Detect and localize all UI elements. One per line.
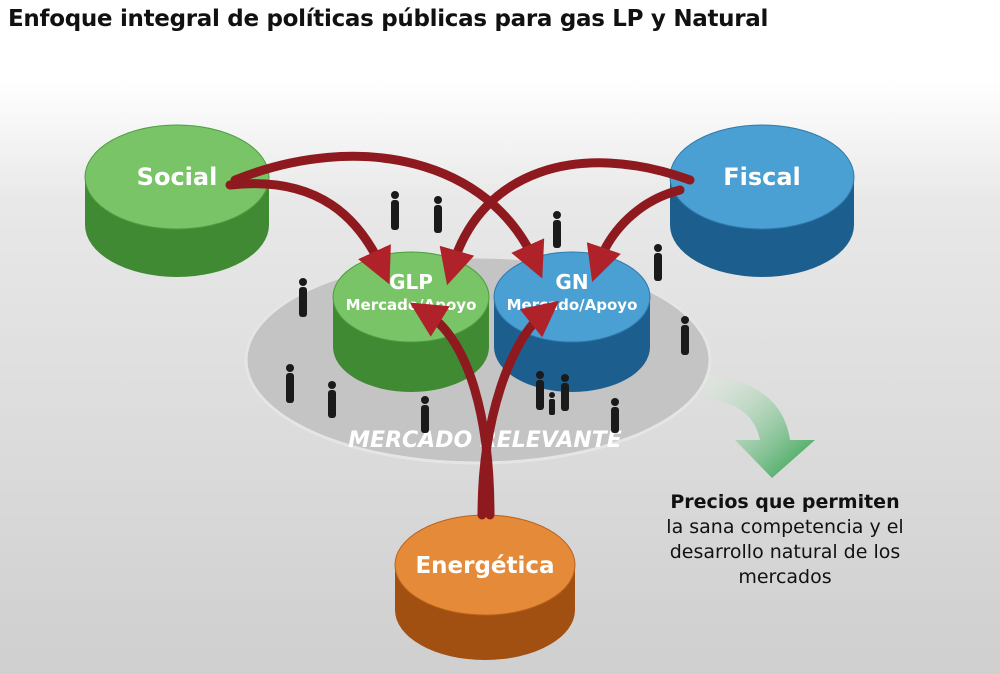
- arrow-fiscal-glp: [439, 158, 695, 286]
- arrow-energetica-gn: [477, 300, 560, 520]
- glp-label: GLP: [389, 270, 433, 294]
- gn-sublabel: Mercado/Apoyo: [507, 296, 638, 314]
- result-note-body: la sana competencia y el desarrollo natu…: [666, 516, 904, 588]
- influence-arrows: [225, 151, 695, 520]
- arrow-fiscal-gn: [586, 185, 685, 283]
- result-note-heading: Precios que permiten: [670, 491, 900, 513]
- result-note: Precios que permiten la sana competencia…: [630, 490, 940, 590]
- glp-sublabel: Mercado/Apoyo: [346, 296, 477, 314]
- fiscal-cylinder: Fiscal: [669, 124, 855, 277]
- arrow-social-glp: [225, 179, 391, 285]
- arrow-social-gn: [230, 151, 545, 279]
- energetica-label: Energética: [415, 553, 554, 579]
- people-figures: [286, 191, 689, 433]
- arrow-energetica-glp: [409, 302, 495, 520]
- gn-cylinder: GN Mercado/Apoyo: [493, 251, 651, 392]
- energetica-cylinder: Energética: [394, 514, 576, 660]
- result-arrow: [705, 375, 815, 478]
- fiscal-label: Fiscal: [723, 163, 801, 191]
- gn-label: GN: [555, 270, 588, 294]
- social-cylinder: Social: [84, 124, 270, 277]
- social-label: Social: [137, 163, 218, 191]
- page-title: Enfoque integral de políticas públicas p…: [8, 6, 769, 32]
